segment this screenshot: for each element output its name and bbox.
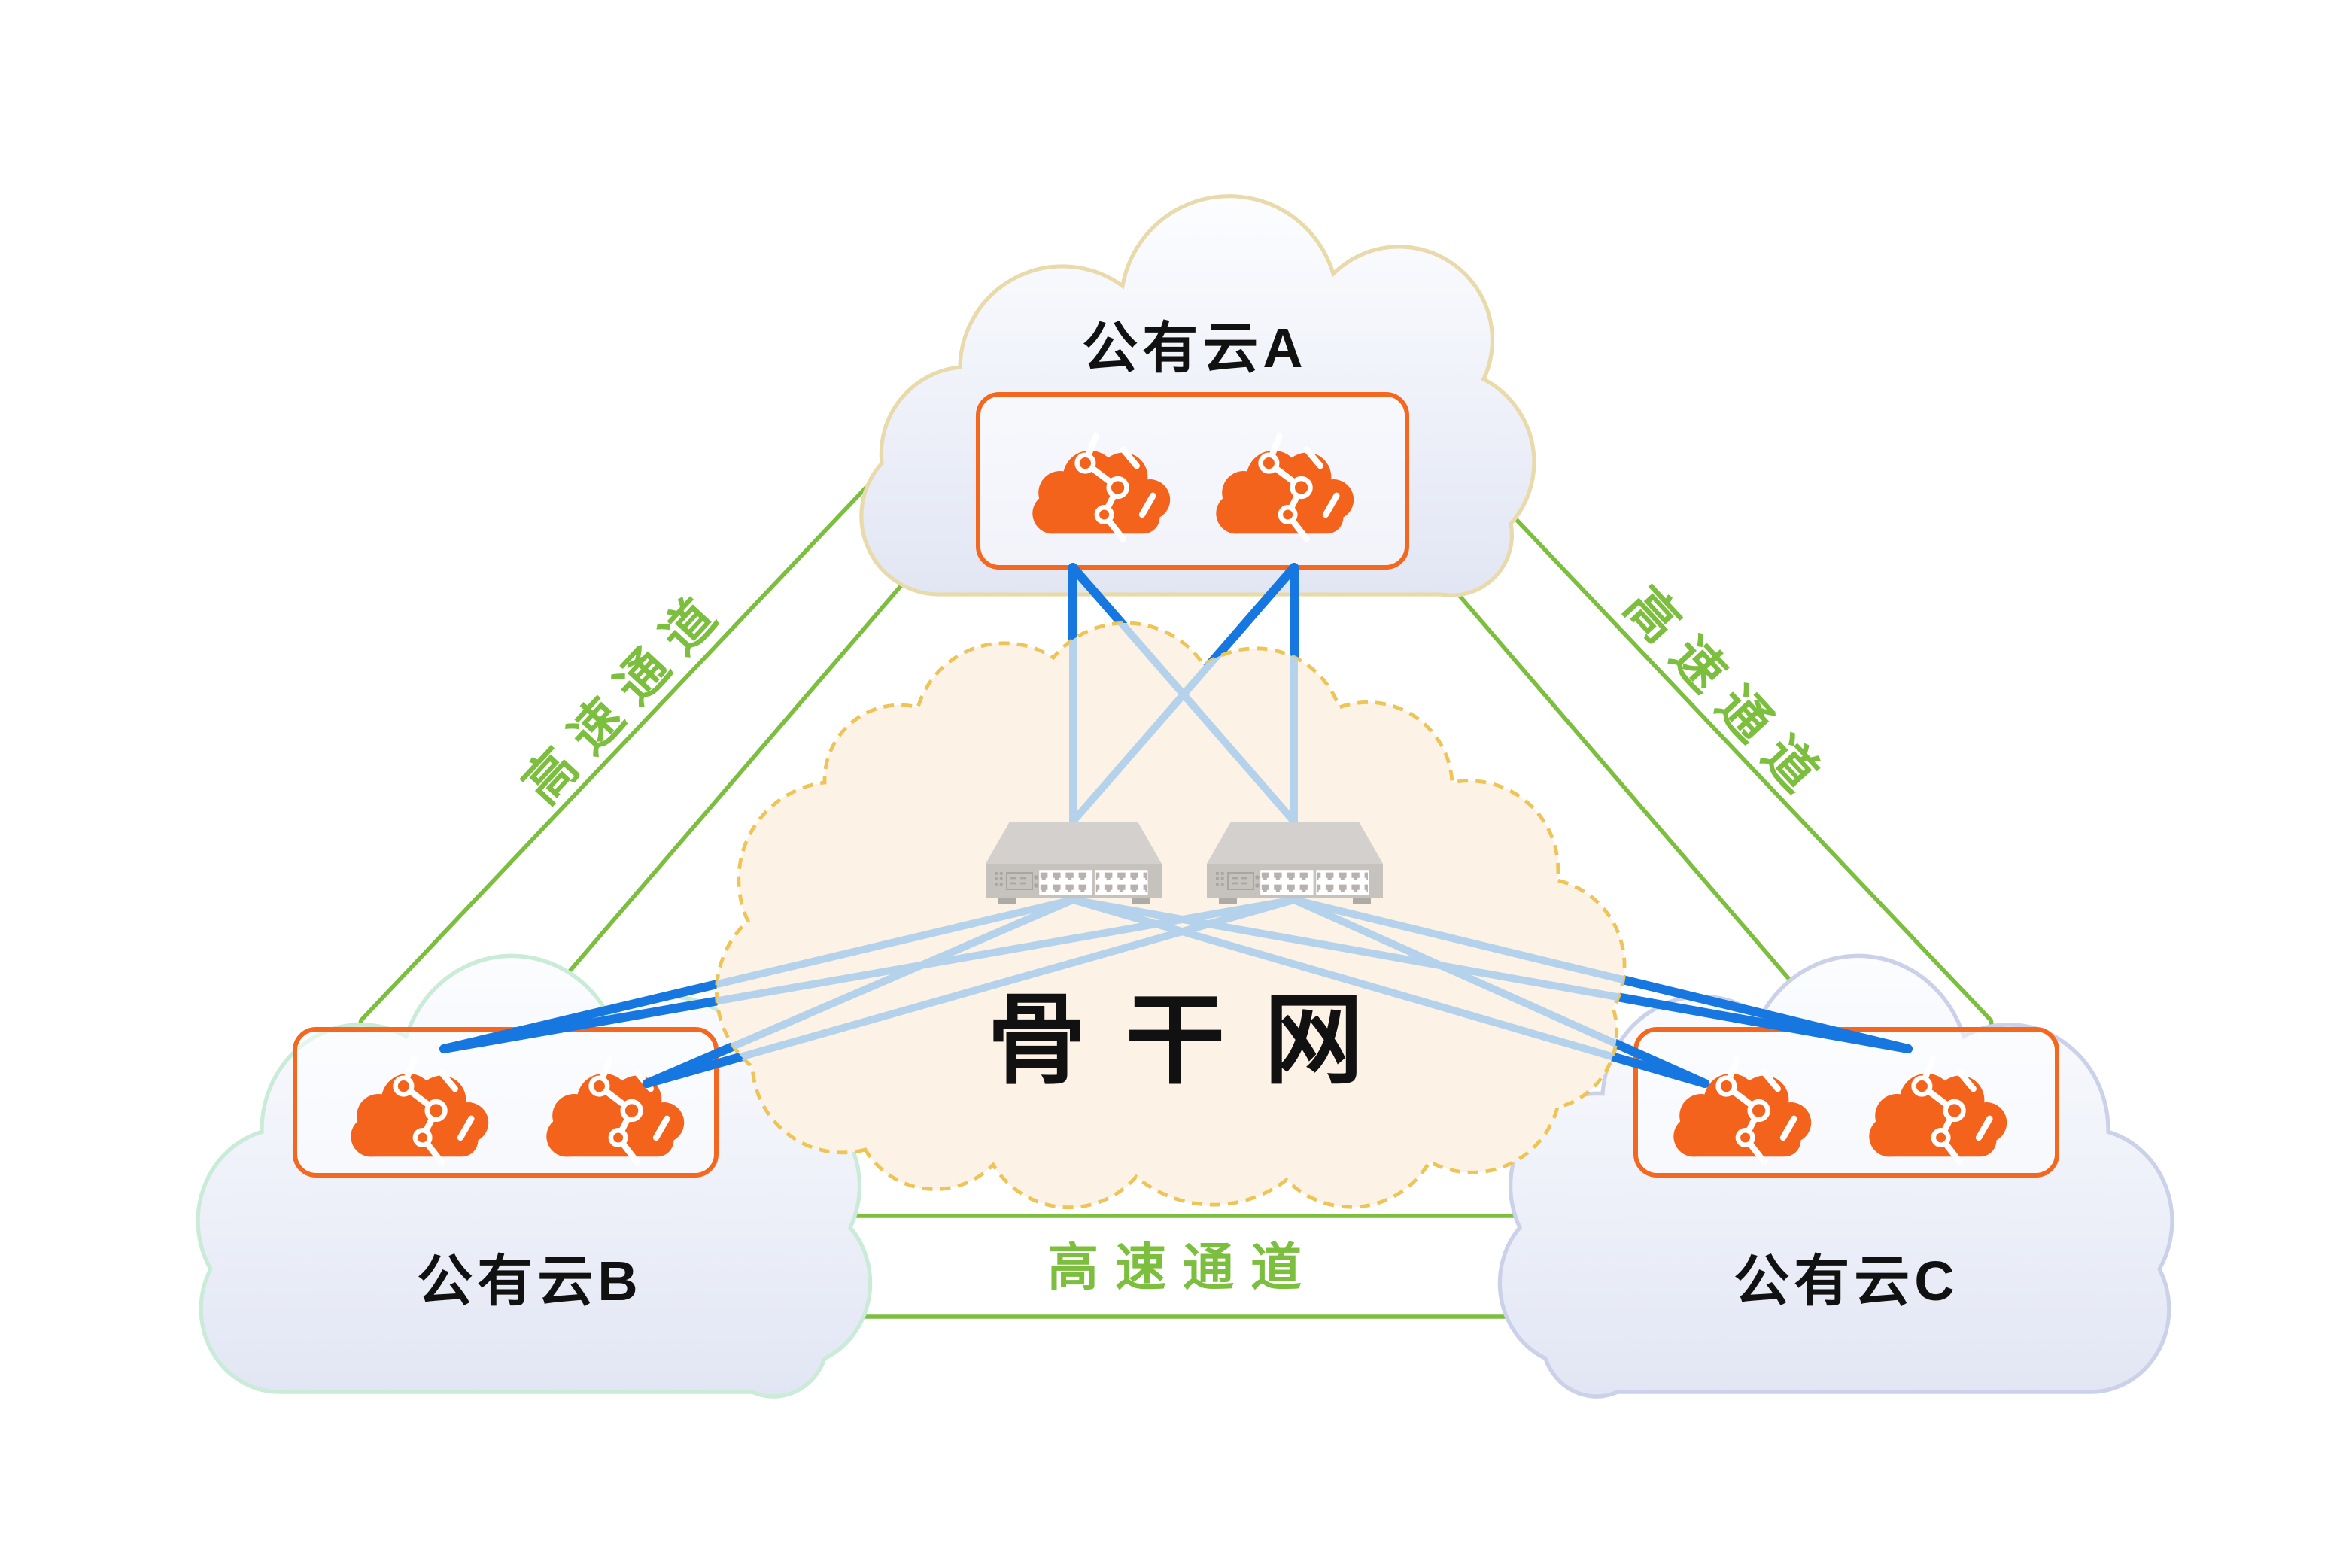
switch-icon xyxy=(1205,820,1384,905)
channel-bottom xyxy=(822,1214,1549,1319)
channel-left-label: 高速通道 xyxy=(512,576,738,814)
channel-right-label: 高速通道 xyxy=(1614,576,1840,814)
channel-bottom-label: 高速通道 xyxy=(1047,1239,1318,1296)
backbone-label: 骨干网 xyxy=(987,985,1402,1095)
cloud-c-label: 公有云C xyxy=(1734,1250,1958,1312)
cloud-a-label: 公有云A xyxy=(1082,317,1307,379)
cloud-b-label: 公有云B xyxy=(417,1250,642,1312)
switch-icon xyxy=(984,820,1163,905)
